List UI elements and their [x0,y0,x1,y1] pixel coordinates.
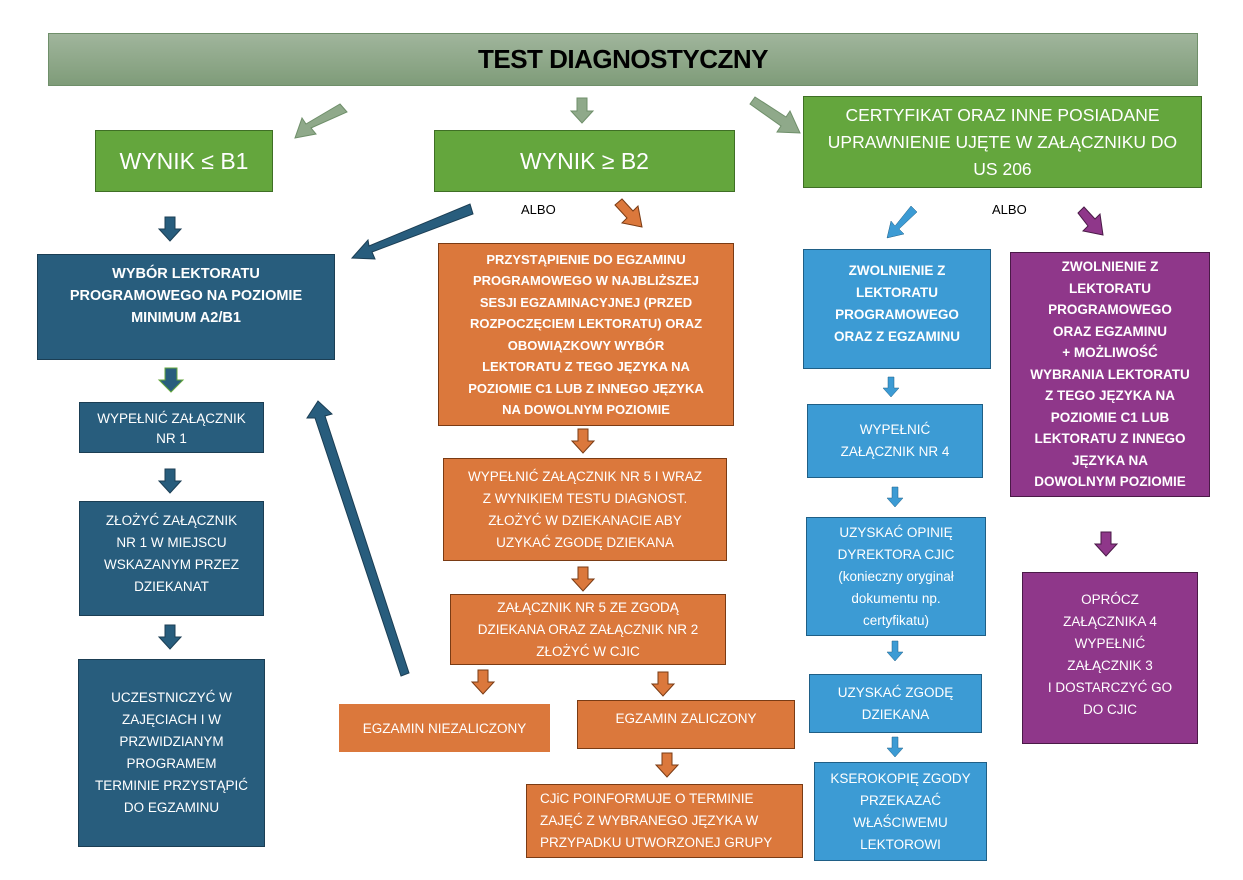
optional-step2-text: OPRÓCZ ZAŁĄCZNIKA 4 WYPEŁNIĆ ZAŁĄCZNIK 3… [1047,592,1173,717]
high-step3-text: ZAŁĄCZNIK NR 5 ZE ZGODĄ DZIEKANA ORAZ ZA… [477,599,699,659]
arrow-cjic-to-pass [651,671,675,697]
low-step2-text: WYPEŁNIĆ ZAŁĄCZNIK NR 1 [97,411,246,446]
arrow-to-certificate [749,96,801,134]
exempt-step4-text: UZYSKAĆ ZGODĘ DZIEKANA [837,684,954,722]
albo-label-right: ALBO [992,202,1027,217]
exempt-step5-text: KSEROKOPIĘ ZGODY PRZEKAZAĆ WŁAŚCIWEMU LE… [830,770,971,852]
exam-fail-box: EGZAMIN NIEZALICZONY [339,704,550,752]
result-high-label: WYNIK ≥ B2 [520,147,649,174]
exempt-step2-box: WYPEŁNIĆ ZAŁĄCZNIK NR 4 [807,404,983,478]
arrow-exam-to-form5 [571,428,595,454]
arrow-pass-to-final [655,752,679,778]
result-certificate-label: CERTYFIKAT ORAZ INNE POSIADANE UPRAWNIEN… [827,104,1178,179]
final-info-text: CJiC POINFORMUJE O TERMINIE ZAJĘĆ Z WYBR… [540,791,773,850]
exempt-step5-box: KSEROKOPIĘ ZGODY PRZEKAZAĆ WŁAŚCIWEMU LE… [814,762,987,861]
exam-pass-box: EGZAMIN ZALICZONY [577,700,795,749]
arrow-optional-to-step2 [1094,531,1118,557]
arrow-exempt-step3-to-step4 [886,640,904,662]
arrow-fail-to-step2 [306,400,410,677]
exam-fail-text: EGZAMIN NIEZALICZONY [362,720,527,736]
exempt-step1-text: ZWOLNIENIE Z LEKTORATU PROGRAMOWEGO ORAZ… [834,263,960,344]
optional-step1-text: ZWOLNIENIE Z LEKTORATU PROGRAMOWEGO ORAZ… [1030,259,1190,490]
arrow-to-low-result [294,103,348,139]
exempt-step3-text: UZYSKAĆ OPINIĘ DYREKTORA CJIC (konieczny… [837,524,955,628]
high-step2-box: WYPEŁNIĆ ZAŁĄCZNIK NR 5 I WRAZ Z WYNIKIE… [443,458,727,561]
arrow-to-high-result [569,97,595,124]
result-low-box: WYNIK ≤ B1 [95,130,273,192]
arrow-step3-to-step4 [158,624,182,650]
optional-step2-box: OPRÓCZ ZAŁĄCZNIKA 4 WYPEŁNIĆ ZAŁĄCZNIK 3… [1022,572,1198,744]
arrow-step1-to-step2 [157,367,185,393]
exempt-step2-text: WYPEŁNIĆ ZAŁĄCZNIK NR 4 [840,422,950,459]
title-bar: TEST DIAGNOSTYCZNY [48,33,1198,86]
arrow-cert-to-optional [1077,206,1104,236]
albo-label-left: ALBO [521,202,556,217]
low-step1-text: WYBÓR LEKTORATU PROGRAMOWEGO NA POZIOMIE… [69,266,303,326]
arrow-high-to-exam [614,198,643,228]
low-step3-box: ZŁOŻYĆ ZAŁĄCZNIK NR 1 W MIEJSCU WSKAZANY… [79,501,264,616]
arrow-exempt-step4-to-step5 [886,736,904,758]
exempt-step4-box: UZYSKAĆ ZGODĘ DZIEKANA [809,674,982,733]
high-step3-box: ZAŁĄCZNIK NR 5 ZE ZGODĄ DZIEKANA ORAZ ZA… [450,594,726,665]
high-step1-box: PRZYSTĄPIENIE DO EGZAMINU PROGRAMOWEGO W… [438,243,734,426]
low-step1-box: WYBÓR LEKTORATU PROGRAMOWEGO NA POZIOMIE… [37,254,335,360]
arrow-low-to-step1 [158,216,182,242]
exempt-step1-box: ZWOLNIENIE Z LEKTORATU PROGRAMOWEGO ORAZ… [803,249,991,369]
exam-pass-text: EGZAMIN ZALICZONY [615,711,757,726]
final-info-box: CJiC POINFORMUJE O TERMINIE ZAJĘĆ Z WYBR… [526,784,803,858]
high-step1-text: PRZYSTĄPIENIE DO EGZAMINU PROGRAMOWEGO W… [468,251,704,418]
low-step4-box: UCZESTNICZYĆ W ZAJĘCIACH I W PRZWIDZIANY… [78,659,265,847]
result-high-box: WYNIK ≥ B2 [434,130,735,192]
result-certificate-box: CERTYFIKAT ORAZ INNE POSIADANE UPRAWNIEN… [803,96,1202,188]
low-step4-text: UCZESTNICZYĆ W ZAJĘCIACH I W PRZWIDZIANY… [94,690,248,815]
arrow-step2-to-step3 [158,468,182,494]
low-step3-text: ZŁOŻYĆ ZAŁĄCZNIK NR 1 W MIEJSCU WSKAZANY… [103,513,239,594]
exempt-step3-box: UZYSKAĆ OPINIĘ DYREKTORA CJIC (konieczny… [806,517,986,636]
arrow-cert-to-exempt [886,205,918,239]
result-low-label: WYNIK ≤ B1 [119,147,249,174]
page-title: TEST DIAGNOSTYCZNY [477,44,769,74]
arrow-exempt-step1-to-step2 [882,376,900,398]
arrow-form5-to-cjic [571,566,595,592]
arrow-cjic-to-fail [471,669,495,695]
arrow-exempt-step2-to-step3 [886,486,904,508]
optional-step1-box: ZWOLNIENIE Z LEKTORATU PROGRAMOWEGO ORAZ… [1010,252,1210,497]
high-step2-text: WYPEŁNIĆ ZAŁĄCZNIK NR 5 I WRAZ Z WYNIKIE… [467,468,703,550]
low-step2-box: WYPEŁNIĆ ZAŁĄCZNIK NR 1 [79,402,264,453]
